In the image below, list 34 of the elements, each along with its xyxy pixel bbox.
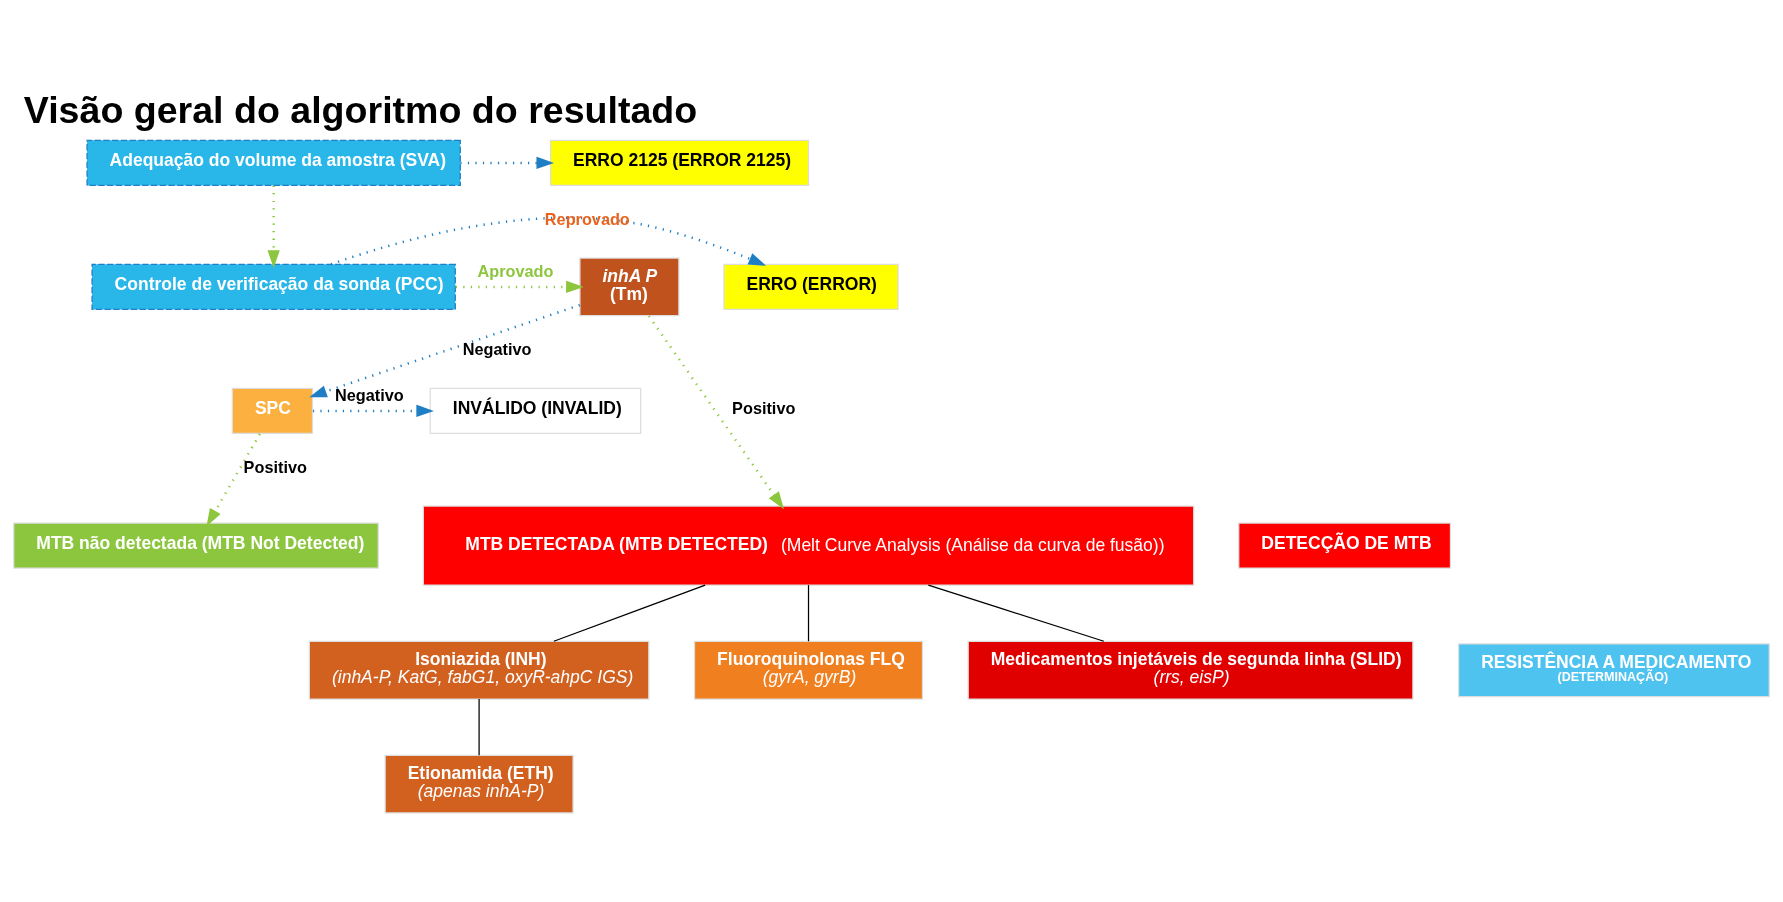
arrow (206, 433, 261, 527)
node-box: SPC (231, 387, 314, 435)
node-box: MTB não detectada (MTB Not Detected) (13, 522, 379, 569)
connector (553, 584, 706, 642)
arrow (309, 303, 581, 398)
node-box: ERRO (ERROR) (723, 263, 899, 311)
edge-label: Negativo (462, 340, 532, 359)
node-box: DETECÇÃO DE MTB (1238, 522, 1452, 569)
arrow (647, 315, 784, 510)
node-box: Etionamida (ETH) (apenas inhA-P) (384, 754, 574, 814)
node-box: Fluoroquinolonas FLQ (gyrA, gyrB) (693, 640, 924, 700)
node-box: inhA P (Tm) (579, 257, 680, 317)
node-box: MTB DETECTADA (MTB DETECTED) (Melt Curve Analysis (Análise da curva de fusão)) (422, 505, 1195, 586)
edge-label: Positivo (243, 457, 307, 476)
connector (478, 698, 480, 756)
node-box: Adequação do volume da amostra (SVA) (86, 139, 461, 187)
node-box: Isoniazida (INH) (inhA-P, KatG, fabG1, oxyR-ahpC IGS) (308, 640, 650, 700)
arrow (267, 185, 280, 268)
node-box: Controle de verificação da sonda (PCC) (91, 263, 456, 311)
node-box: RESISTÊNCIA A MEDICAMENTO (DETERMINAÇÃO) (1457, 643, 1770, 698)
arrow (312, 404, 434, 418)
arrow (330, 216, 767, 266)
arrow (455, 280, 584, 294)
edge-label: Positivo (732, 398, 796, 417)
node-box: ERRO 2125 (ERROR 2125) (549, 139, 810, 187)
edge-label: Aprovado (477, 262, 554, 281)
connector (927, 584, 1105, 642)
connector (807, 584, 810, 642)
node-box: Medicamentos injetáveis de segunda linha (SLID) (rrs, eisP) (967, 640, 1414, 700)
edge-label: Negativo (335, 386, 404, 405)
edge-label: Reprovado (544, 209, 630, 228)
arrow (460, 156, 555, 170)
diagram-title: Visão geral do algoritmo do resultado (23, 88, 698, 131)
node-box: INVÁLIDO (INVALID) (429, 387, 642, 435)
